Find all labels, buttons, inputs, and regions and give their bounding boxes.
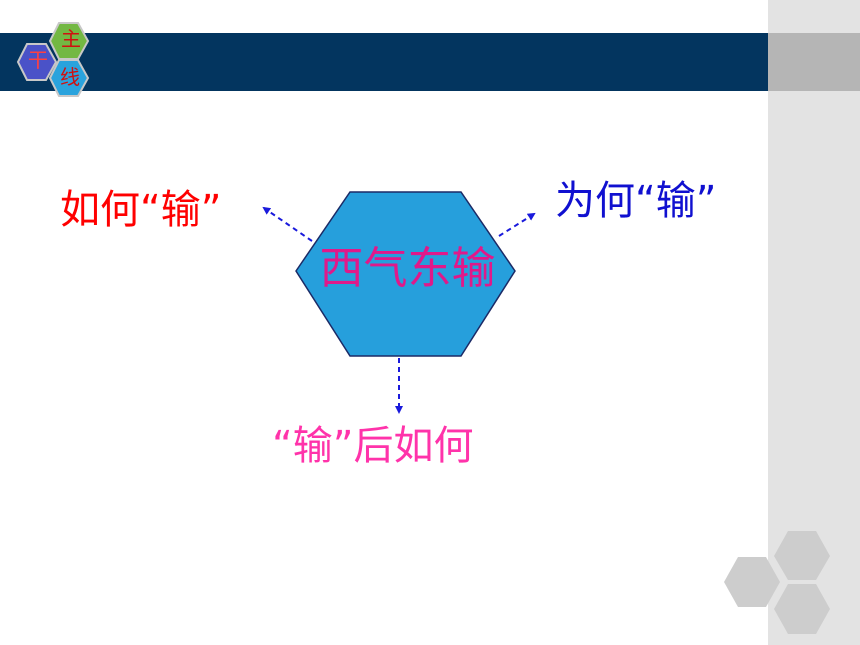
logo-hex-left xyxy=(16,43,58,81)
logo-char-left: 干 xyxy=(28,48,48,72)
center-hexagon xyxy=(295,191,516,357)
logo-char-bottom: 线 xyxy=(60,65,80,89)
center-text: 西气东输 xyxy=(319,243,496,294)
branch-bottom-label: “输”后如何 xyxy=(272,423,474,469)
title-banner xyxy=(0,33,768,91)
deco-hex-left xyxy=(724,557,780,607)
arrow-left xyxy=(262,206,313,242)
arrow-right xyxy=(498,212,536,237)
logo-char-top: 主 xyxy=(61,27,81,51)
decorative-hexagons xyxy=(724,531,830,634)
branch-right-label: 为何“输” xyxy=(555,178,717,224)
branch-left-label: 如何“输” xyxy=(60,187,222,233)
banner-grey-end xyxy=(768,33,860,91)
logo xyxy=(16,22,90,97)
deco-hex-top xyxy=(774,531,830,580)
deco-hex-bottom xyxy=(774,584,830,634)
logo-hex-bottom xyxy=(48,59,90,97)
